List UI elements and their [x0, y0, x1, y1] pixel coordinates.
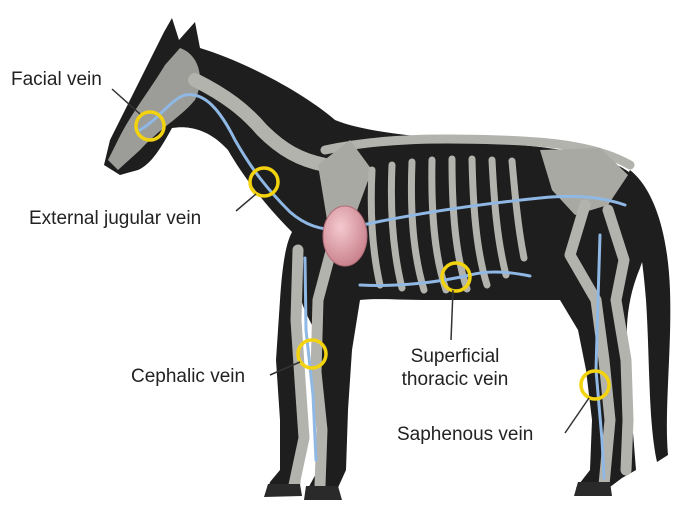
- heart: [323, 206, 367, 266]
- saphenous-vein-label: Saphenous vein: [397, 423, 533, 446]
- thoracic-label-line2: thoracic vein: [390, 368, 520, 391]
- jugular-leader: [236, 194, 256, 211]
- saphenous-leader: [565, 398, 589, 433]
- cephalic-vein-label: Cephalic vein: [131, 365, 245, 388]
- jugular-vein-label: External jugular vein: [29, 207, 201, 230]
- thoracic-vein-label: Superficial thoracic vein: [390, 345, 520, 391]
- facial-vein-label: Facial vein: [11, 68, 102, 91]
- thoracic-label-line1: Superficial: [390, 345, 520, 368]
